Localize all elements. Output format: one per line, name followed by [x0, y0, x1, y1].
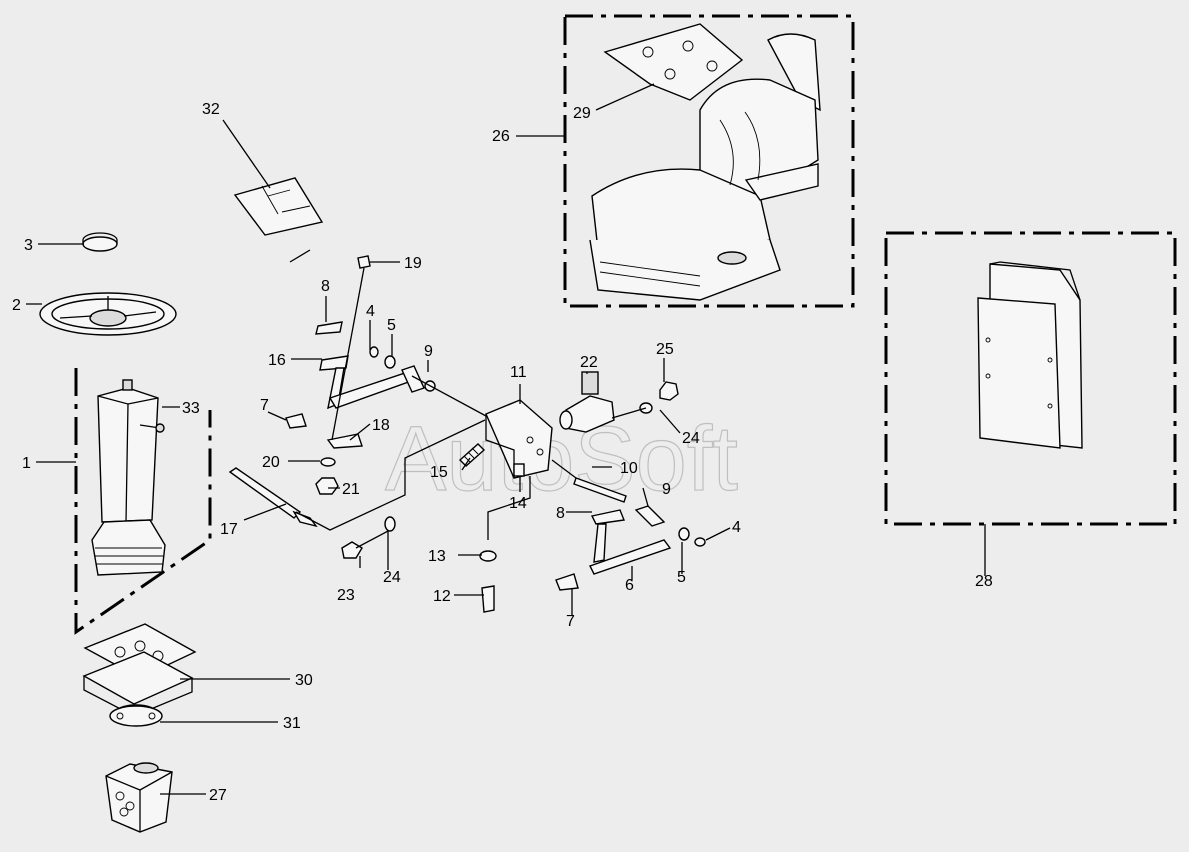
callout-17: 17 [220, 521, 238, 538]
callout-30: 30 [295, 672, 313, 689]
column-group-frame [74, 368, 212, 635]
callout-7-left: 7 [260, 397, 269, 414]
callout-25: 25 [656, 341, 674, 358]
pedal-icon [228, 255, 706, 613]
callout-19: 19 [404, 255, 422, 272]
flange-plate-icon [109, 705, 163, 727]
callout-12: 12 [433, 588, 451, 605]
seat-group-frame [563, 14, 855, 308]
callout-4-left: 4 [366, 303, 375, 320]
callout-8-left: 8 [321, 278, 330, 295]
callout-31: 31 [283, 715, 301, 732]
floor-plate-icon [233, 177, 324, 236]
hydraulic-unit-icon [105, 762, 173, 833]
callout-4-right: 4 [732, 519, 741, 536]
callout-16: 16 [268, 352, 286, 369]
callout-9-right: 9 [662, 481, 671, 498]
callout-11: 11 [510, 364, 527, 381]
callout-14: 14 [509, 495, 527, 512]
callout-23: 23 [337, 587, 355, 604]
callout-5-left: 5 [387, 317, 396, 334]
steering-wheel-icon [39, 292, 177, 336]
callout-9-left: 9 [424, 343, 433, 360]
leader-lines [26, 83, 986, 795]
callout-7-right: 7 [566, 613, 575, 630]
callout-8-right: 8 [556, 505, 565, 522]
callout-26: 26 [492, 128, 510, 145]
seat-icon [589, 33, 821, 301]
callout-3: 3 [24, 237, 33, 254]
callout-28: 28 [975, 573, 993, 590]
callout-33: 33 [182, 400, 200, 417]
callout-24-left: 24 [383, 569, 401, 586]
mounting-plate-icon [603, 23, 744, 101]
callout-5-right: 5 [677, 569, 686, 586]
callout-15: 15 [430, 464, 448, 481]
callout-27: 27 [209, 787, 227, 804]
callout-18: 18 [372, 417, 390, 434]
callout-20: 20 [262, 454, 280, 471]
callout-10: 10 [620, 460, 638, 477]
callout-32: 32 [202, 101, 220, 118]
callout-labels: 1 2 3 33 17 32 26 29 28 30 31 27 8 16 4 … [12, 101, 993, 804]
center-cap-icon [82, 232, 118, 252]
callout-21: 21 [342, 481, 360, 498]
toolbox-icon [977, 261, 1083, 449]
steering-column-icon [91, 379, 166, 576]
callout-1: 1 [22, 455, 31, 472]
callout-22: 22 [580, 354, 598, 371]
callout-6: 6 [625, 577, 634, 594]
toolbox-group-frame [884, 231, 1177, 526]
callout-2: 2 [12, 297, 21, 314]
callout-13: 13 [428, 548, 446, 565]
callout-24-right: 24 [682, 430, 700, 447]
callout-29: 29 [573, 105, 591, 122]
